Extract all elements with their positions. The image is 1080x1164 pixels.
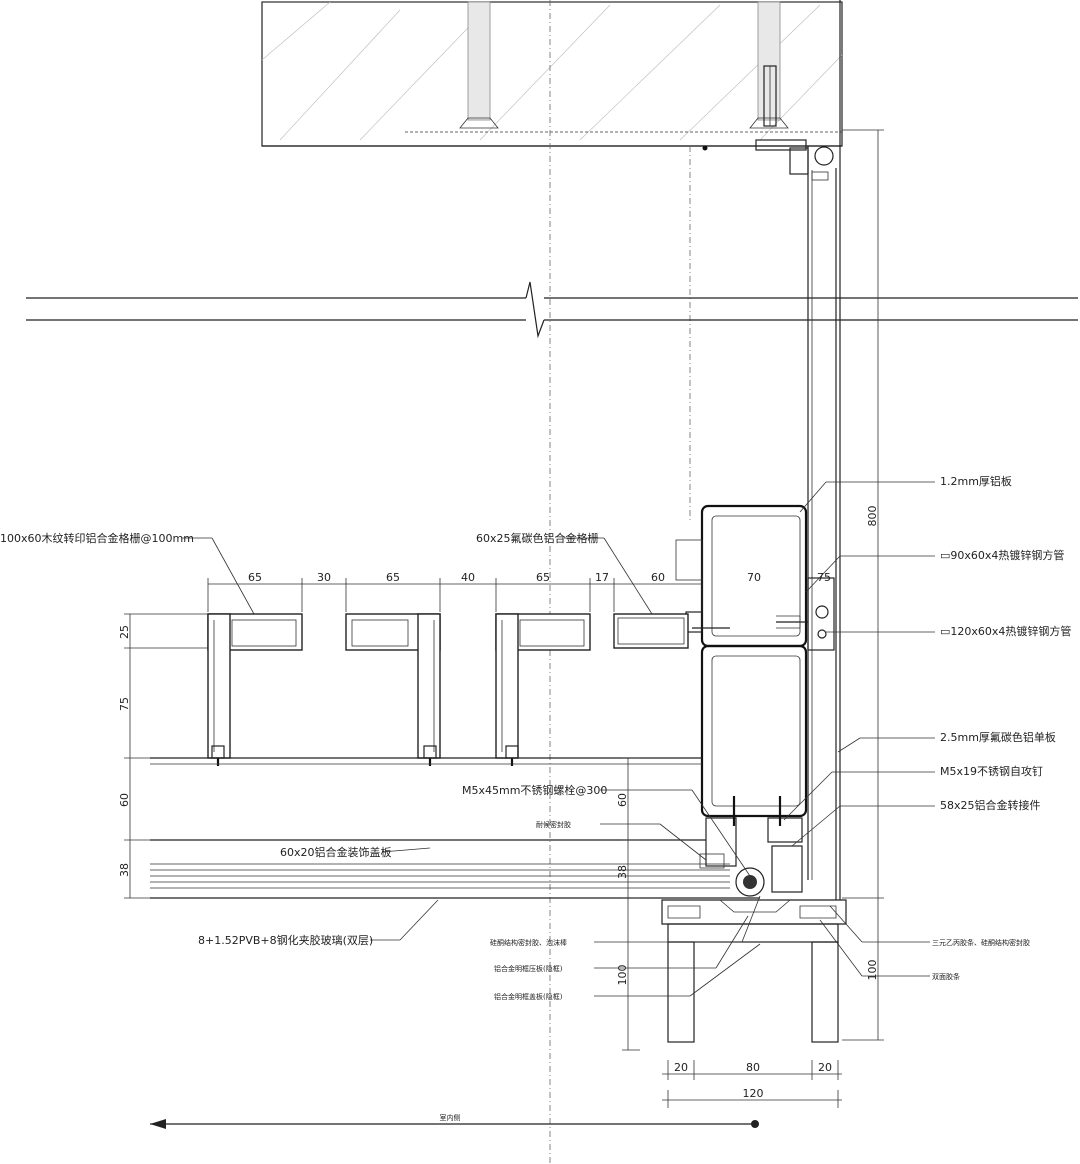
dim-800: 800: [866, 506, 879, 527]
label-screw-m5x19: M5x19不锈钢自攻钉: [940, 764, 1043, 778]
label-epdm: 三元乙丙胶条、硅酮结构密封胶: [932, 938, 1030, 947]
label-spacer: 双面胶条: [932, 972, 960, 981]
dim-left-38: 38: [118, 863, 131, 877]
label-gasket: 硅酮结构密封胶、泡沫棒: [490, 938, 567, 947]
connection-bracket: [776, 577, 835, 651]
label-bolt-m5x45: M5x45mm不锈钢螺栓@300: [462, 783, 607, 797]
label-profile-60x20: 60x20铝合金装饰盖板: [280, 845, 392, 859]
label-sealant: 耐候密封胶: [536, 820, 571, 829]
bottom-arrow: 室内侧: [150, 1113, 759, 1129]
break-line: [26, 281, 1078, 339]
dim-40: 40: [461, 571, 475, 584]
dim-mid-100: 100: [616, 965, 629, 986]
aluminium-panel-column: [807, 0, 841, 900]
dim-left-75: 75: [118, 697, 131, 711]
dim-mid-60: 60: [616, 793, 629, 807]
label-cover-plate: 铝合金明框盖板(隐框): [494, 992, 563, 1001]
louver-profile-2: [345, 613, 441, 766]
annotations-right: 1.2mm厚铝板 ▭90x60x4热镀锌钢方管 ▭120x60x4热镀锌钢方管 …: [783, 474, 1071, 981]
label-steel-tube-90: ▭90x60x4热镀锌钢方管: [940, 548, 1064, 562]
bottom-arrow-label: 室内侧: [440, 1113, 461, 1122]
annotations-left: 100x60木纹转印铝合金格栅@100mm 60x25氟碳色铝合金格栅 M5x4…: [0, 531, 761, 1001]
dim-left-25: 25: [118, 625, 131, 639]
louver-profile-3: [495, 613, 591, 766]
steel-tube-lower: [700, 644, 808, 818]
slab-bracket: [702, 139, 834, 181]
dim-right-100: 100: [866, 960, 879, 981]
label-glass: 8+1.52PVB+8钢化夹胶玻璃(双层): [198, 933, 373, 947]
dim-60: 60: [651, 571, 665, 584]
dimension-top: 65 30 65 40 65 17 60 70 75: [207, 571, 831, 612]
dim-65-a: 65: [248, 571, 262, 584]
label-steel-tube-120: ▭120x60x4热镀锌钢方管: [940, 624, 1071, 638]
dim-17: 17: [595, 571, 609, 584]
concrete-slab: [261, 1, 843, 147]
dim-bottom-120: 120: [743, 1087, 764, 1100]
louver-group: [207, 613, 689, 766]
dim-bottom-20-b: 20: [818, 1061, 832, 1074]
dimension-bottom: 20 80 20 120: [662, 1060, 842, 1108]
dim-bottom-20-a: 20: [674, 1061, 688, 1074]
dim-mid-38: 38: [616, 865, 629, 879]
label-pressure-plate: 铝合金明框压板(隐框): [494, 964, 563, 973]
dim-left-60: 60: [118, 793, 131, 807]
dimension-left: 25 75 60 38: [118, 613, 208, 899]
label-profile-58x25: 58x25铝合金转接件: [940, 798, 1041, 812]
dimension-right: 800 100: [842, 129, 884, 1041]
label-aluminium-sheet-1-2: 1.2mm厚铝板: [940, 474, 1012, 488]
dim-65-b: 65: [386, 571, 400, 584]
louver-profile-4: [613, 613, 689, 649]
horizontal-bands: [150, 757, 760, 899]
louver-profile-1: [207, 613, 303, 766]
label-profile-60x25: 60x25氟碳色铝合金格栅: [476, 531, 599, 545]
dim-bottom-80: 80: [746, 1061, 760, 1074]
dimension-middle: 60 38 100: [616, 757, 640, 1051]
dim-75: 75: [817, 571, 831, 584]
dim-70: 70: [747, 571, 761, 584]
label-louver-100x60: 100x60木纹转印铝合金格栅@100mm: [0, 531, 194, 545]
label-aluminium-sheet-2-5: 2.5mm厚氟碳色铝单板: [940, 730, 1056, 744]
frame-bottom-detail: [661, 796, 847, 1043]
dim-30: 30: [317, 571, 331, 584]
dim-65-c: 65: [536, 571, 550, 584]
